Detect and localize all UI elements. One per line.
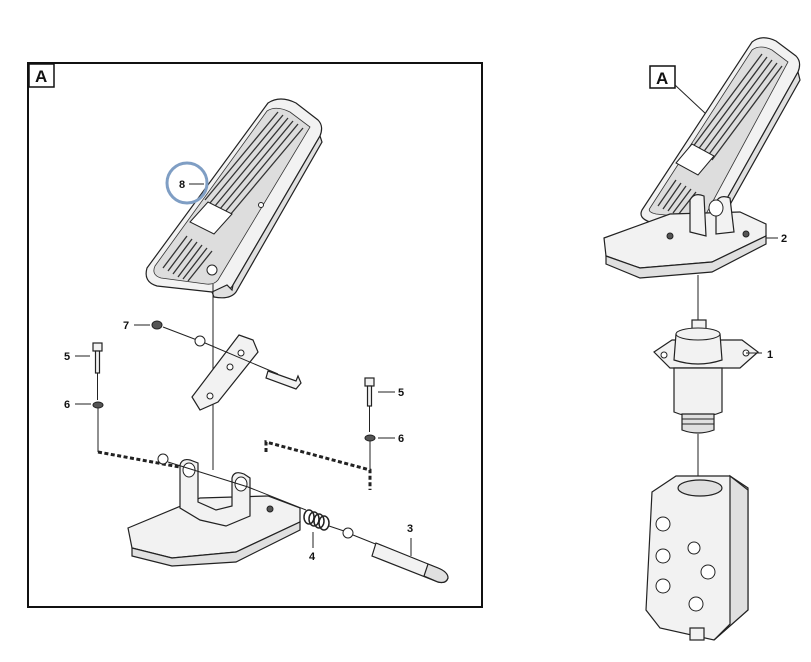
view-tag-left: A [35, 67, 47, 86]
callout-8: 8 [179, 179, 185, 191]
pedal-logo-plate [189, 201, 233, 235]
pedal-ribs-upper [204, 111, 304, 216]
link-bracket [191, 334, 259, 411]
hinge-bracket [179, 458, 251, 527]
washer-6-right [364, 434, 376, 442]
washer-pin [342, 527, 354, 539]
exploded-view-panel: A [27, 62, 483, 608]
callout-1: 1 [767, 349, 773, 361]
assembled-view: A 2 [603, 37, 801, 641]
callout-6-left: 6 [64, 399, 70, 411]
pedal-base [127, 453, 301, 567]
valve-block [645, 474, 749, 641]
view-tag-box-right [649, 65, 676, 89]
screw-5-left-head [92, 342, 103, 352]
callout-4: 4 [309, 551, 316, 563]
sensor-unit-1 [653, 319, 759, 434]
view-tag-box-left [28, 63, 55, 88]
exploded-view-frame [27, 62, 483, 608]
view-tag-right: A [656, 69, 668, 88]
callout-6-right: 6 [398, 433, 404, 445]
callout-7: 7 [123, 320, 129, 332]
washer-hinge [157, 453, 169, 465]
view-tag-leader [674, 84, 707, 115]
spring-4 [303, 509, 330, 531]
callout-3: 3 [407, 523, 413, 535]
nut-7 [151, 320, 163, 330]
assembled-base-2 [603, 194, 767, 279]
callout-2: 2 [781, 233, 787, 245]
washer-7 [194, 335, 206, 347]
dashed-path-right [264, 440, 372, 490]
dashed-path-left [97, 450, 197, 472]
pedal-plate [145, 98, 323, 299]
highlight-circle [165, 161, 209, 205]
callout-5-right: 5 [398, 387, 404, 399]
washer-6-left [92, 401, 104, 409]
screw-5-right-head [364, 377, 375, 387]
pedal-hinge-hole [206, 264, 218, 276]
screw-link [265, 370, 302, 390]
callout-5-left: 5 [64, 351, 70, 363]
pedal-ribs-lower [162, 235, 213, 282]
